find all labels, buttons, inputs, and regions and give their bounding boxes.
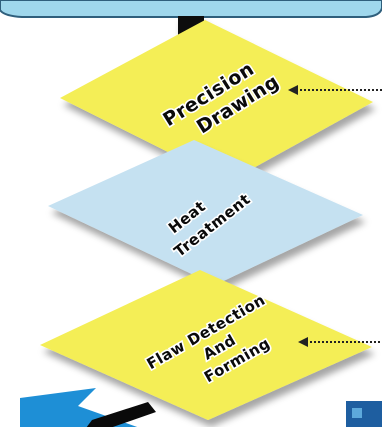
top-banner [0,0,382,17]
machine-detail [352,408,362,418]
machine-fragment [346,401,382,427]
